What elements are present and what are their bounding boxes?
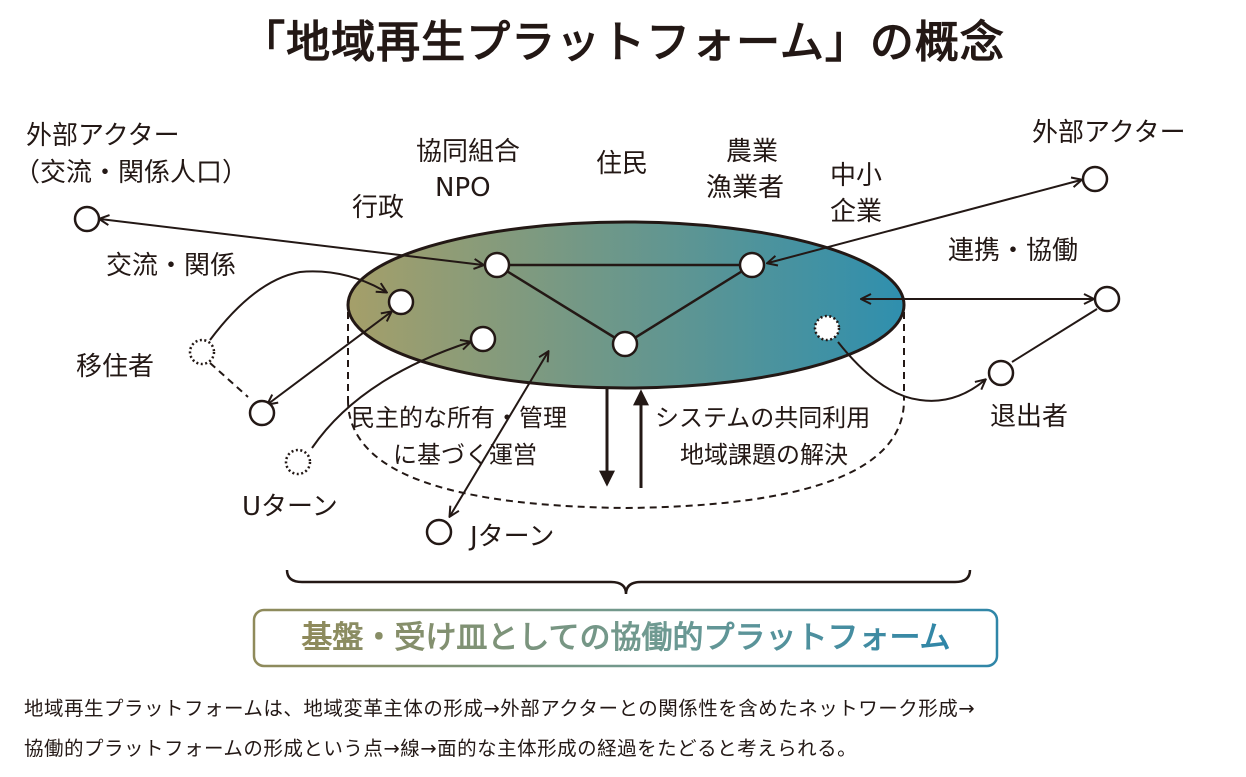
internal-network-lines (496, 263, 753, 346)
right-actor-arrow (768, 180, 1081, 263)
label-agri-1: 農業 (726, 137, 778, 167)
leaver-arrow (837, 341, 985, 402)
label-coop-1: 協同組合 (416, 137, 520, 167)
node-u-turn-origin (248, 399, 276, 427)
platform-box (252, 608, 999, 668)
node-coop (483, 251, 511, 279)
caption-line-1: 地域再生プラットフォームは、地域変革主体の形成→外部アクターとの関係性を含めたネ… (24, 697, 976, 720)
label-inner-left-2: に基づく運営 (393, 441, 537, 469)
vertical-flow-arrows (599, 388, 649, 488)
label-inner-left-1: 民主的な所有・管理 (351, 404, 567, 432)
leaver-to-right-line (1011, 308, 1098, 363)
u-turn-arrow (311, 342, 470, 449)
node-j-turn (425, 518, 453, 546)
label-coop-2: NPO (435, 173, 491, 203)
community-ellipse (346, 220, 906, 390)
nodes (73, 165, 1121, 546)
label-residents: 住民 (596, 149, 648, 179)
label-j-turn: Jターン (468, 522, 554, 552)
caption-line-2: 協働的プラットフォームの形成という点→線→面的な主体形成の経過をたどると考えられ… (24, 737, 858, 760)
node-sme-dotted (813, 314, 841, 342)
label-inner-right-2: 地域課題の解決 (680, 441, 848, 469)
migrant-arrow (209, 270, 386, 341)
node-cooperation (1093, 285, 1121, 313)
label-cooperation: 連携・協働 (948, 236, 1078, 266)
node-outer-right (1081, 165, 1109, 193)
label-outer-left-2: （交流・関係人口） (14, 158, 248, 188)
node-residents (611, 330, 639, 358)
node-leaver (987, 359, 1015, 387)
label-admin: 行政 (352, 193, 404, 223)
flow-arrows (100, 180, 1098, 516)
label-outer-right: 外部アクター (1032, 118, 1186, 148)
page-title: 「地域再生プラットフォーム」の概念 (241, 17, 1005, 68)
label-exchange: 交流・関係 (106, 251, 236, 281)
node-u-turn-dotted (284, 448, 312, 476)
platform-label: 基盤・受け皿としての協働的プラットフォーム (301, 620, 950, 656)
node-migrant-dotted (188, 338, 216, 366)
j-turn-arrow (450, 352, 548, 516)
exchange-arrow (100, 219, 483, 265)
label-outer-left-1: 外部アクター (26, 121, 180, 151)
platform-brace (285, 569, 972, 595)
node-resident-2 (469, 325, 497, 353)
label-agri-2: 漁業者 (706, 173, 784, 203)
label-sme-1: 中小 (830, 161, 882, 191)
label-leavers: 退出者 (990, 402, 1068, 432)
label-inner-right-1: システムの共同利用 (655, 404, 870, 432)
node-agri (738, 251, 766, 279)
label-migrants: 移住者 (76, 352, 154, 382)
migrant-dashed-link (209, 362, 249, 398)
label-u-turn: Uターン (242, 492, 338, 522)
label-sme-2: 企業 (830, 197, 882, 227)
node-outer-left (73, 205, 101, 233)
admin-to-outer-arrow (268, 312, 391, 404)
node-admin (387, 288, 415, 316)
